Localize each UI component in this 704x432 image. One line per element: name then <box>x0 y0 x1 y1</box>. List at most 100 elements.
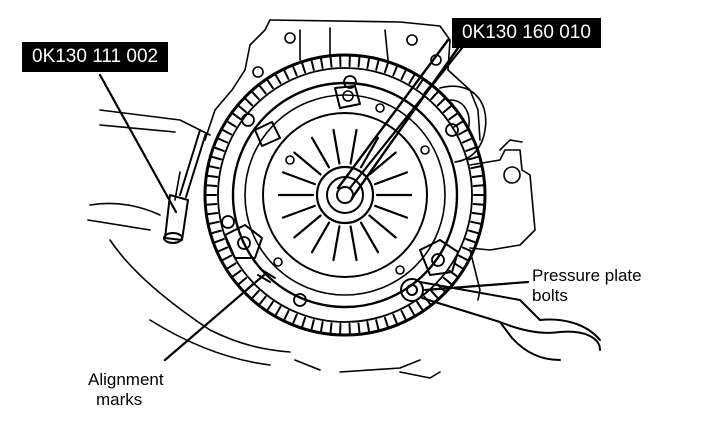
gear-tooth <box>357 55 361 68</box>
flywheel-lock-tool <box>163 129 207 244</box>
gear-tooth <box>461 246 473 253</box>
gear-tooth <box>231 112 242 121</box>
alignment-callout-line1: Alignment <box>88 370 164 389</box>
gear-tooth <box>329 322 333 335</box>
gear-tooth <box>472 203 485 206</box>
flywheel <box>203 53 487 337</box>
gear-tooth <box>383 61 389 74</box>
gear-tooth <box>237 104 248 114</box>
gear-tooth <box>310 319 315 331</box>
spring-finger <box>332 225 341 262</box>
gear-tooth <box>453 262 464 270</box>
gear-tooth <box>471 174 484 178</box>
spring-finger <box>359 221 380 254</box>
gear-tooth <box>206 174 219 178</box>
gear-tooth <box>470 220 482 225</box>
gear-tooth <box>310 59 315 71</box>
spring-finger <box>293 214 322 239</box>
spring-finger <box>374 171 409 186</box>
spring-finger <box>310 136 331 169</box>
gear-tooth <box>416 78 424 90</box>
gear-tooth <box>392 65 399 77</box>
spring-finger <box>281 171 316 186</box>
leader-lines <box>98 46 530 362</box>
gear-tooth <box>468 155 480 161</box>
gear-tooth <box>231 269 242 278</box>
gear-tooth <box>416 300 424 312</box>
gear-tooth <box>430 289 439 300</box>
spring-finger <box>368 214 397 239</box>
gear-tooth <box>392 313 399 325</box>
gear-tooth <box>408 305 416 317</box>
gear-tooth <box>237 276 248 286</box>
gear-tooth <box>208 165 220 170</box>
wrench <box>400 278 601 361</box>
gear-tooth <box>319 321 324 333</box>
pressure-callout-line1: Pressure plate <box>532 266 642 285</box>
gear-tooth <box>283 309 290 321</box>
gear-tooth <box>208 220 220 225</box>
gear-tooth <box>471 212 484 216</box>
alignment-marks-callout: Alignment marks <box>88 370 164 410</box>
gear-tooth <box>357 322 361 335</box>
gear-tooth <box>375 319 380 331</box>
gear-tooth <box>329 55 333 68</box>
spring-finger <box>281 204 316 219</box>
gear-tooth <box>430 90 439 101</box>
gear-tooth <box>383 316 389 329</box>
gear-tooth <box>274 305 282 317</box>
gear-tooth <box>258 295 267 306</box>
gear-tooth <box>251 90 260 101</box>
gear-tooth <box>206 212 219 216</box>
gear-tooth <box>461 137 473 144</box>
spring-finger <box>368 151 397 176</box>
gear-tooth <box>210 229 222 235</box>
gear-tooth <box>291 65 298 77</box>
gear-tooth <box>366 321 371 333</box>
pressure-plate-bolts-callout: Pressure plate bolts <box>532 266 642 306</box>
gear-tooth <box>301 316 307 329</box>
gear-tooth <box>366 57 371 69</box>
gear-tooth <box>226 120 237 128</box>
gear-tooth <box>400 309 407 321</box>
alignment-callout-line2: marks <box>96 390 143 409</box>
gear-tooth <box>221 254 233 262</box>
engine-housing <box>87 19 536 379</box>
tool-number-label-right: 0K130 160 010 <box>452 18 601 48</box>
spring-finger <box>359 136 380 169</box>
gear-tooth <box>213 146 225 152</box>
gear-tooth <box>408 73 416 85</box>
gear-tooth <box>283 69 290 81</box>
gear-tooth <box>266 300 274 312</box>
gear-tooth <box>266 78 274 90</box>
spring-finger <box>293 151 322 176</box>
gear-tooth <box>213 238 225 244</box>
gear-tooth <box>442 276 453 286</box>
pressure-plate <box>224 81 459 309</box>
gear-tooth <box>457 254 469 262</box>
gear-tooth <box>226 262 237 270</box>
gear-tooth <box>210 155 222 161</box>
pressure-callout-line2: bolts <box>532 286 568 305</box>
gear-tooth <box>291 313 298 325</box>
gear-tooth <box>468 229 480 235</box>
gear-tooth <box>472 184 485 187</box>
gear-tooth <box>258 84 267 95</box>
gear-tooth <box>470 165 482 170</box>
spring-finger <box>310 221 331 254</box>
tool-number-label-left: 0K130 111 002 <box>22 42 169 72</box>
ring-gear <box>205 55 485 335</box>
spring-finger <box>349 128 358 165</box>
gear-tooth <box>465 238 477 244</box>
gear-tooth <box>375 59 380 71</box>
gear-tooth <box>251 289 260 300</box>
diaphragm-spring <box>277 128 413 262</box>
gear-tooth <box>400 69 407 81</box>
gear-tooth <box>274 73 282 85</box>
gear-tooth <box>205 203 218 206</box>
gear-tooth <box>205 184 218 187</box>
spring-finger <box>349 225 358 262</box>
clutch-hub <box>315 38 460 225</box>
